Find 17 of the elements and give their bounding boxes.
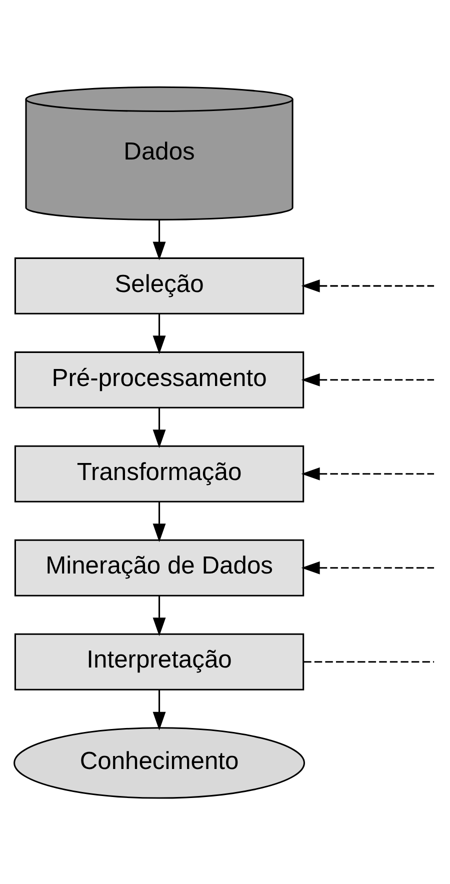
node-box: Pré-processamento	[14, 350, 304, 408]
arrow	[152, 501, 166, 542]
arrow	[152, 220, 166, 260]
arrow	[301, 278, 434, 292]
node-box: Seleção	[14, 256, 304, 314]
arrow	[301, 560, 434, 574]
node-box: Transformação	[14, 444, 304, 502]
arrow	[301, 466, 434, 480]
node-box: Interpretação	[14, 632, 304, 690]
node-ellipse: Conhecimento	[14, 726, 306, 798]
arrow	[152, 689, 166, 730]
connector	[304, 660, 434, 662]
arrow	[152, 595, 166, 636]
node-box: Mineração de Dados	[14, 538, 304, 596]
arrow	[152, 313, 166, 354]
arrow	[301, 372, 434, 386]
arrow	[152, 407, 166, 448]
